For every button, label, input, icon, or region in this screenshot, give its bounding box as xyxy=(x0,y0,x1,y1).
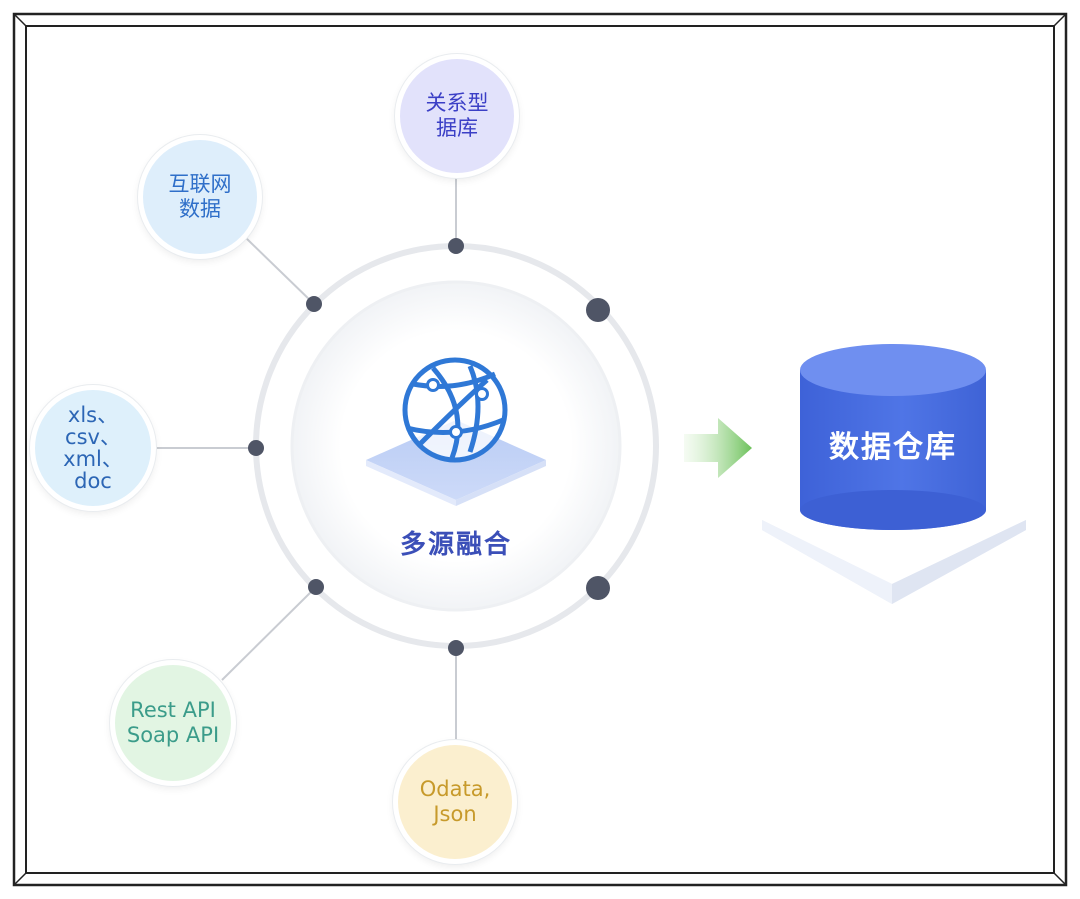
source-node-internet-data: 互联网 数据 xyxy=(138,135,262,259)
dot-upper-right xyxy=(586,298,610,322)
source-node-odata-json: Odata, Json xyxy=(393,740,517,864)
source-label: 关系型 据库 xyxy=(425,91,489,140)
dot-lower-right xyxy=(586,576,610,600)
data-warehouse-label: 数据仓库 xyxy=(829,430,957,465)
globe-icon xyxy=(402,357,508,463)
connector-internet xyxy=(245,237,315,305)
dot-bottom xyxy=(448,640,464,656)
dot-left xyxy=(248,440,264,456)
source-node-api: Rest API Soap API xyxy=(110,660,236,786)
dot-lower-left xyxy=(308,579,324,595)
hub-label: 多源融合 xyxy=(399,530,512,560)
flow-arrow-icon xyxy=(684,418,752,478)
source-label: xls、 csv、 xml、 doc xyxy=(63,402,123,494)
source-label: Odata, Json xyxy=(419,777,491,826)
source-node-file-formats: xls、 csv、 xml、 doc xyxy=(30,385,156,511)
database-icon xyxy=(762,344,1026,604)
connector-api xyxy=(221,586,317,681)
source-label: 互联网 数据 xyxy=(168,172,232,221)
dot-top xyxy=(448,238,464,254)
ring-dots xyxy=(248,238,610,656)
source-node-relational-db: 关系型 据库 xyxy=(395,54,519,178)
source-label: Rest API Soap API xyxy=(126,698,220,747)
dot-upper-left xyxy=(306,296,322,312)
page-border xyxy=(12,12,1068,887)
globe-nodes xyxy=(426,378,489,439)
connector-lines xyxy=(156,178,457,740)
